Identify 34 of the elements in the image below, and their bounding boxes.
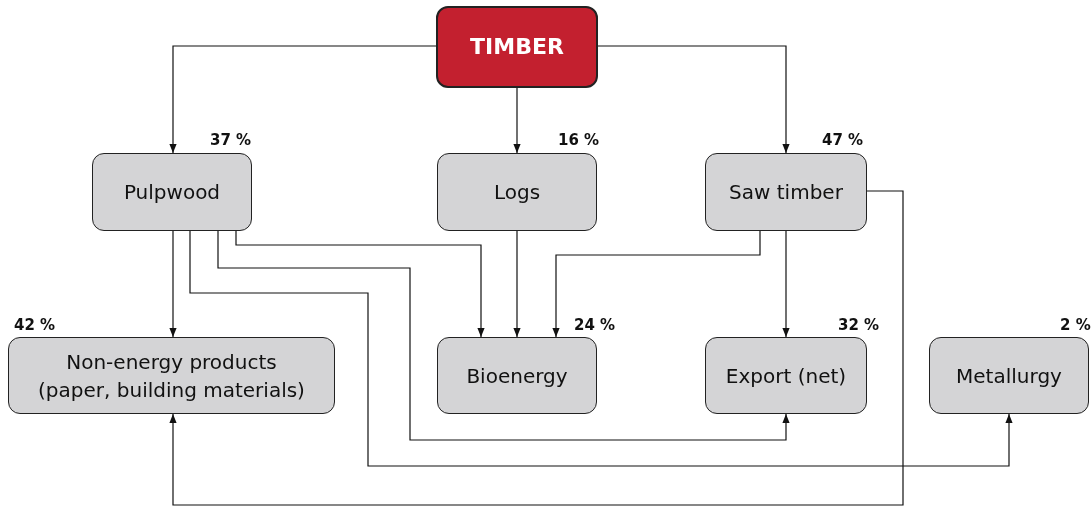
arrow — [513, 230, 521, 338]
category-label: Non-energy products (paper, building materials) — [37, 348, 306, 404]
arrow — [782, 230, 790, 338]
percentage-label: 37 % — [210, 131, 252, 149]
arrow — [552, 230, 761, 338]
arrow — [217, 230, 790, 441]
arrow — [597, 45, 790, 154]
source-box — [436, 6, 598, 88]
percentage-label: 2 % — [1060, 316, 1091, 334]
percentage-label: 42 % — [14, 316, 56, 334]
source-label: TIMBER — [470, 32, 564, 61]
category-label: Metallurgy — [956, 362, 1062, 390]
category-box — [437, 337, 597, 414]
percentage-label: 16 % — [558, 131, 600, 149]
category-label: Bioenergy — [466, 362, 568, 390]
arrow — [169, 230, 177, 338]
arrow — [513, 87, 521, 154]
arrow — [169, 190, 904, 506]
arrow — [169, 45, 437, 154]
category-box — [92, 153, 252, 231]
arrow — [235, 230, 485, 338]
percentage-label: 24 % — [574, 316, 616, 334]
category-box — [8, 337, 335, 414]
arrow — [189, 230, 1013, 467]
category-label: Export (net) — [725, 362, 847, 390]
category-box — [929, 337, 1089, 414]
category-box — [437, 153, 597, 231]
percentage-label: 32 % — [838, 316, 880, 334]
category-label: Logs — [493, 179, 541, 206]
category-box — [705, 337, 867, 414]
category-label: Pulpwood — [123, 179, 221, 206]
category-box — [705, 153, 867, 231]
percentage-label: 47 % — [822, 131, 864, 149]
category-label: Saw timber — [729, 179, 843, 206]
